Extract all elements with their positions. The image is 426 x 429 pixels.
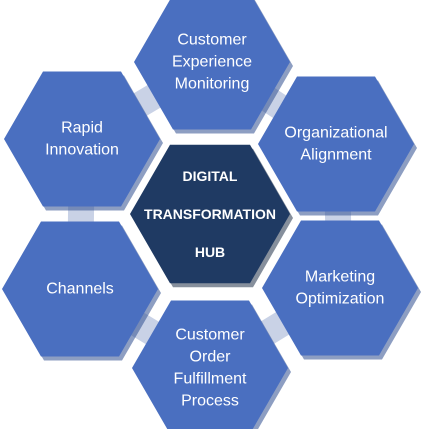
- label-rapid-innovation-line-0: Rapid: [61, 120, 103, 137]
- hexagon-shape: [134, 0, 290, 130]
- hexagon-center-hub: DIGITAL TRANSFORMATION HUB: [130, 144, 293, 288]
- hexagon-shape: [2, 221, 158, 357]
- label-center-hub-line-0: DIGITAL: [183, 168, 238, 184]
- hexagon-shape: [132, 300, 288, 429]
- hexagon-shape: [258, 76, 414, 212]
- label-customer-experience-monitoring-line-1: Experience: [172, 54, 252, 71]
- label-marketing-optimization-line-0: Marketing: [305, 269, 375, 286]
- label-organizational-alignment-line-1: Alignment: [300, 147, 372, 164]
- label-customer-order-fulfillment-process-line-0: Customer: [175, 327, 245, 344]
- label-customer-experience-monitoring-line-0: Customer: [177, 32, 247, 49]
- label-marketing-optimization-line-1: Optimization: [296, 291, 385, 308]
- label-channels-line-0: Channels: [46, 281, 114, 298]
- label-customer-order-fulfillment-process-line-3: Process: [181, 393, 239, 410]
- label-center-hub-line-2: HUB: [195, 244, 225, 260]
- label-customer-order-fulfillment-process-line-1: Order: [190, 349, 232, 366]
- label-customer-experience-monitoring-line-2: Monitoring: [175, 76, 250, 93]
- label-customer-order-fulfillment-process-line-2: Fulfillment: [174, 371, 247, 388]
- hexagon-channels: Channels: [2, 221, 161, 361]
- hexagon-shape: [130, 144, 290, 284]
- label-rapid-innovation-line-1: Innovation: [45, 142, 119, 159]
- label-organizational-alignment-line-0: Organizational: [284, 125, 387, 142]
- hexagon-shape: [4, 71, 160, 207]
- label-center-hub-line-1: TRANSFORMATION: [144, 206, 276, 222]
- hexagon-shape: [262, 220, 418, 356]
